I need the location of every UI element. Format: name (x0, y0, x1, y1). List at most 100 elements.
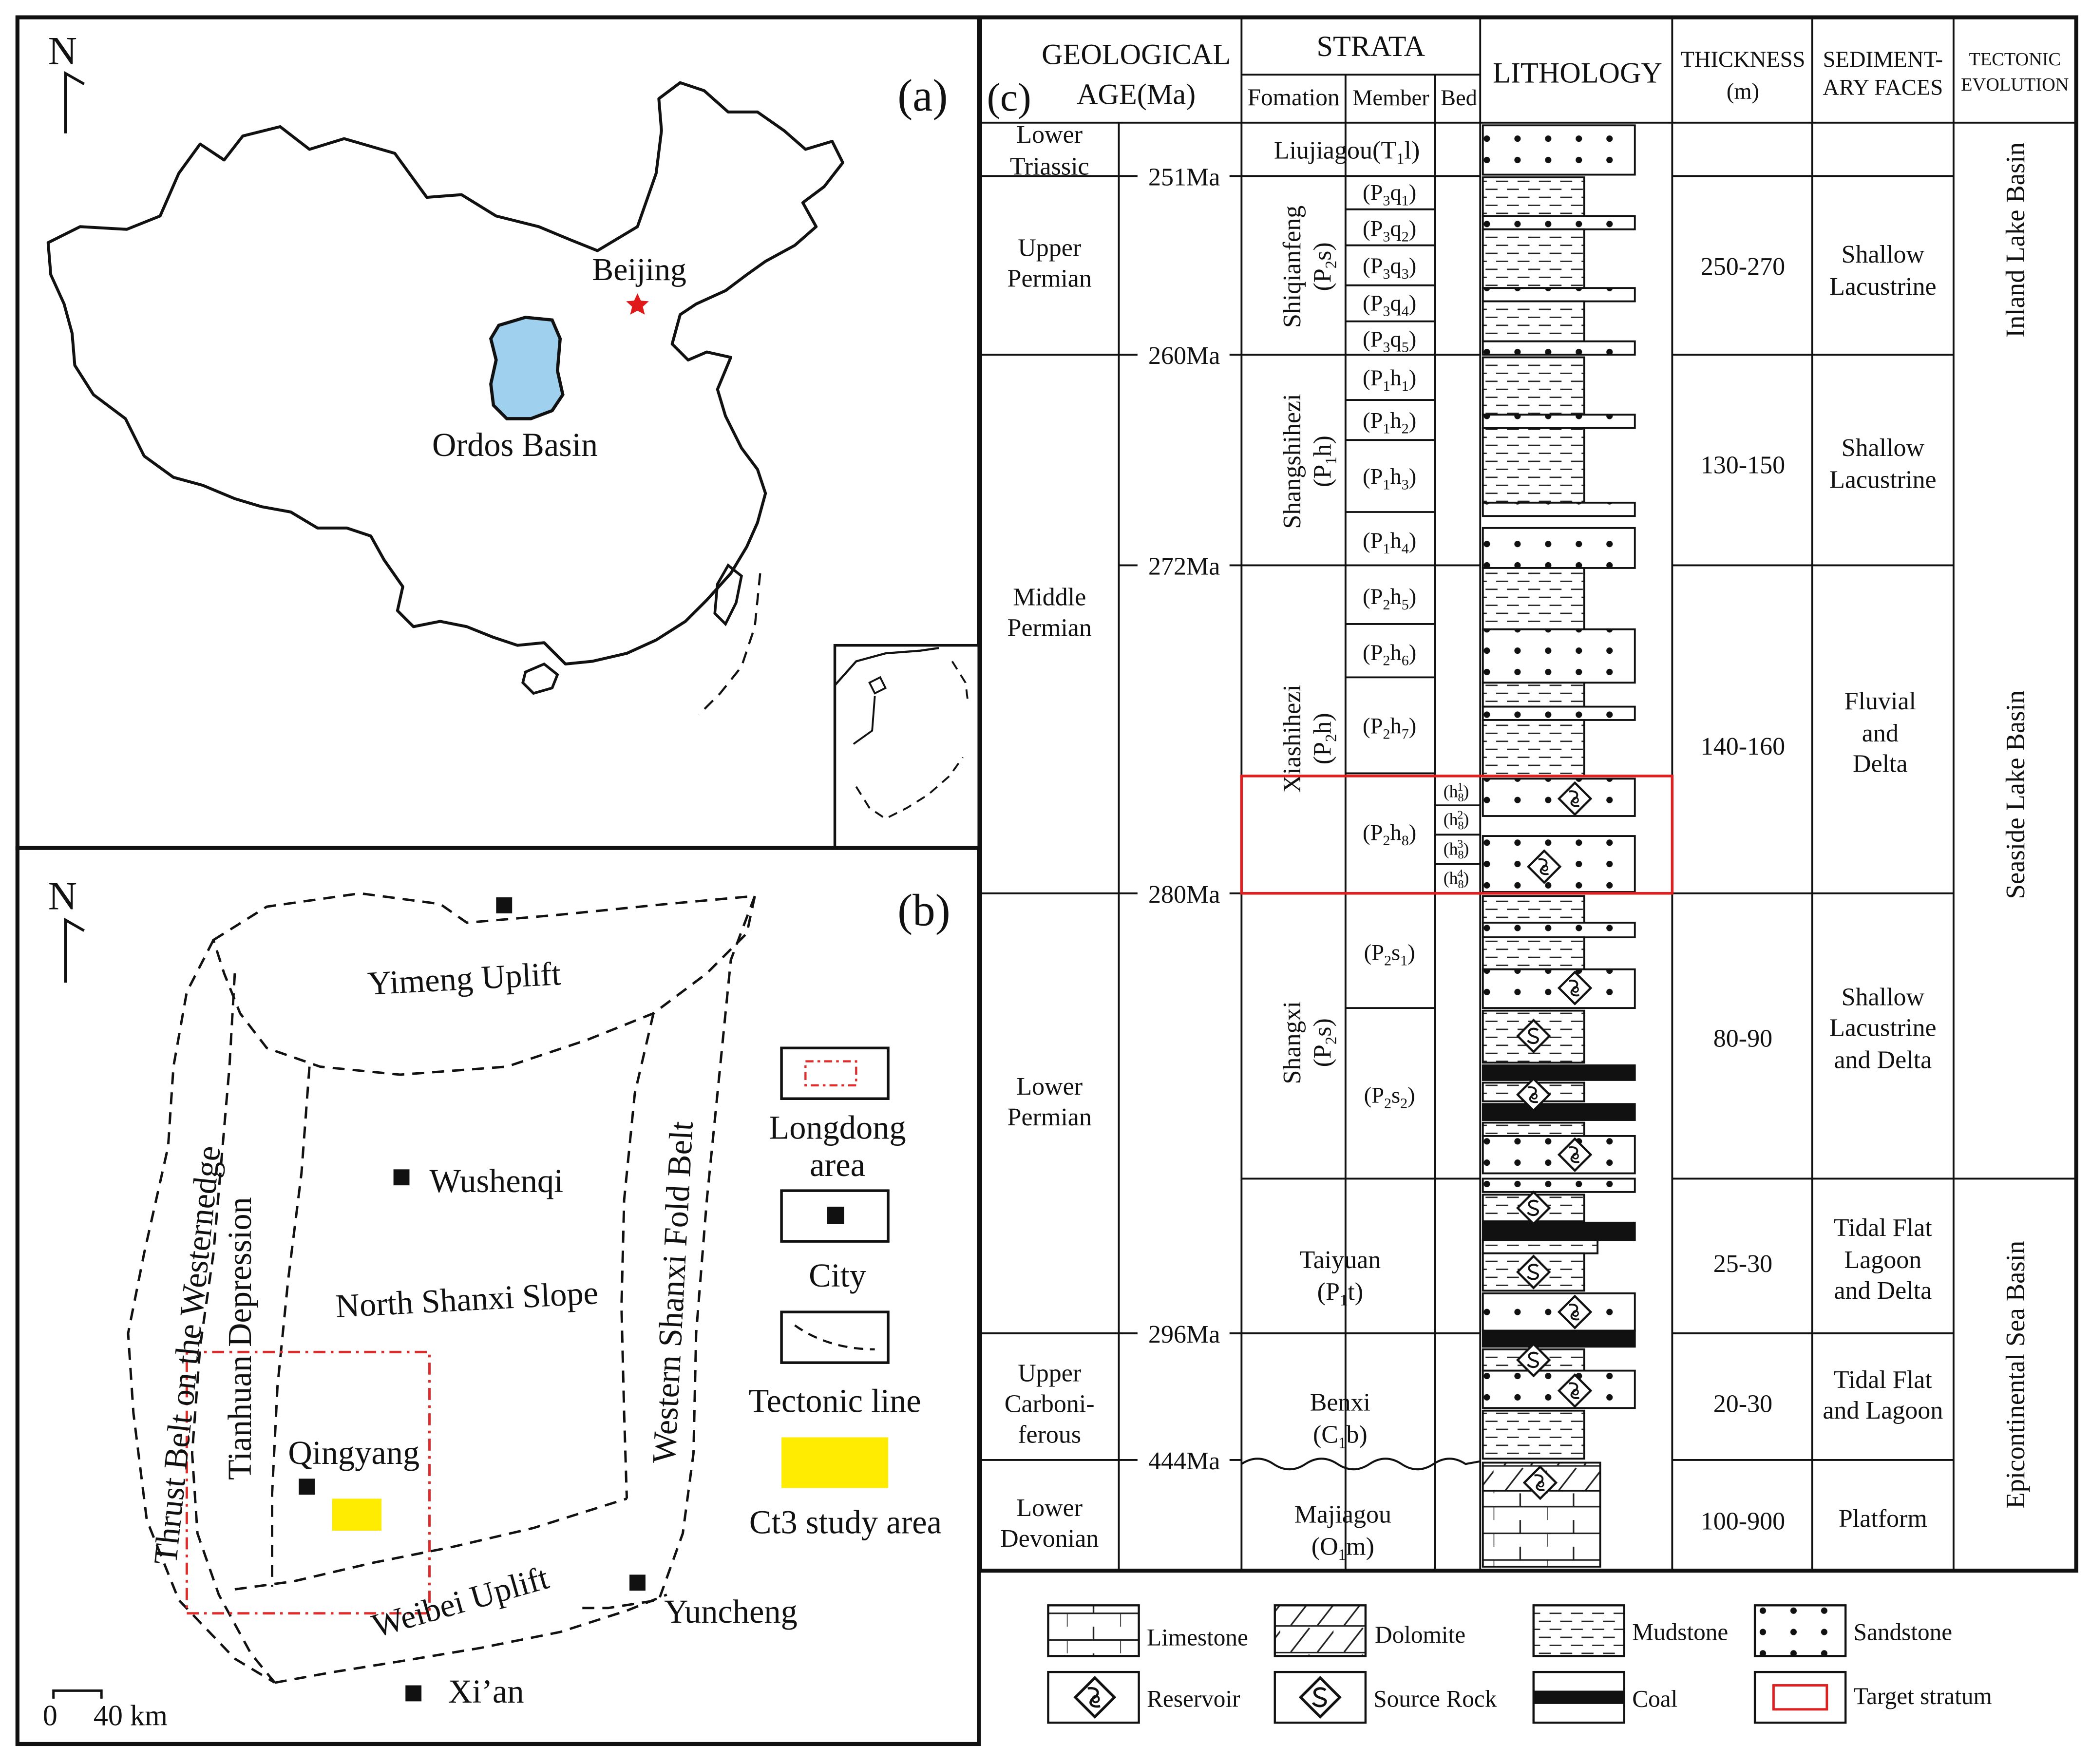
scale-length: 40 km (94, 1700, 168, 1732)
litho-bed-sand (1482, 527, 1636, 569)
hainan-island (521, 662, 559, 695)
formation-benxi: Benxi (1310, 1389, 1370, 1417)
city-marker (629, 1574, 646, 1591)
city-marker (405, 1685, 422, 1702)
facies-text: Lagoon (1844, 1246, 1921, 1274)
tianhuan-depression-label: Tianhuan Depression (221, 1197, 258, 1480)
lithology-column (1482, 124, 1636, 1568)
facies-text: Shallow (1842, 434, 1925, 462)
tectonic-seaside: Seaside Lake Basin (2000, 690, 2030, 899)
facies-text: Platform (1839, 1505, 1927, 1533)
thickness-value: 25-30 (1713, 1250, 1772, 1278)
litho-bed-sand (1482, 705, 1636, 721)
bed-label: (h83) (1444, 838, 1469, 862)
taiwan-island (713, 563, 743, 626)
beijing-label: Beijing (592, 252, 686, 287)
legend-target-swatch (1753, 1670, 1847, 1724)
panel-b-frame (15, 846, 981, 1746)
bed-label: (h81) (1444, 780, 1469, 804)
litho-bed-mud (1482, 1239, 1599, 1254)
legend-longdong-swatch (780, 1046, 890, 1100)
facies-text: Lacustrine (1829, 273, 1936, 301)
ordos-basin-label: Ordos Basin (432, 426, 598, 463)
thickness-value: 20-30 (1713, 1390, 1772, 1418)
facies-text: Tidal Flat (1834, 1214, 1932, 1242)
litho-bed-mud (1482, 356, 1585, 416)
ma-mark: 260Ma (1148, 342, 1220, 370)
litho-bed-mud (1482, 1121, 1585, 1137)
thickness-value: 140-160 (1701, 733, 1785, 760)
litho-bed-mud (1482, 936, 1585, 970)
litho-bed-sand (1482, 340, 1636, 356)
litho-bed-sand (1482, 1135, 1636, 1175)
litho-bed-mud (1482, 567, 1585, 630)
legend-longdong-label-2: area (810, 1146, 865, 1183)
thickness-value: 130-150 (1701, 452, 1785, 479)
header-member: Member (1352, 86, 1429, 111)
member-label: (P2s1) (1364, 941, 1415, 969)
city-marker (496, 897, 513, 913)
bed-label: (h82) (1444, 808, 1469, 832)
thickness-value: 80-90 (1713, 1025, 1772, 1053)
facies-text: Lacustrine (1829, 1014, 1936, 1042)
litho-bed-mud (1482, 228, 1585, 289)
age-name: Lower (1016, 121, 1083, 149)
thickness-value: 250-270 (1701, 253, 1785, 281)
unconformity-line (1241, 1458, 1481, 1471)
legend-city-label: City (809, 1257, 866, 1294)
legend-coal-label: Coal (1632, 1685, 1677, 1712)
legend-mudstone-swatch (1532, 1604, 1626, 1657)
north-arrow-b: N (48, 874, 85, 983)
facies-text: and (1862, 720, 1899, 747)
facies-text: Fluvial (1844, 687, 1916, 715)
legend-reservoir-label: Reservoir (1147, 1685, 1240, 1712)
panel-a-frame (15, 15, 981, 850)
city-xian: Xi’an (448, 1673, 524, 1710)
ct3-study-area (332, 1498, 381, 1531)
formation-xiashihezi-code: (P2h) (1309, 713, 1340, 764)
facies-text: Delta (1853, 750, 1908, 778)
header-sediment: SEDIMENT- (1823, 47, 1943, 72)
header-strata: STRATA (1316, 30, 1425, 63)
header-geological: GEOLOGICAL (1042, 38, 1231, 71)
litho-bed-sand (1482, 1177, 1636, 1193)
facies-text: and Delta (1834, 1046, 1932, 1074)
north-arrow-a: N (48, 28, 85, 133)
litho-bed-sand (1482, 124, 1636, 176)
scale-zero: 0 (43, 1700, 57, 1732)
panel-a-label: (a) (897, 71, 948, 121)
litho-bed-sand (1482, 287, 1636, 303)
litho-bed-sand (1482, 501, 1636, 517)
member-label: (P3q4) (1363, 291, 1416, 320)
city-marker (299, 1479, 315, 1495)
formation-shangshihezi: Shangshihezi (1278, 394, 1306, 529)
ma-mark: 251Ma (1148, 163, 1220, 191)
north-arrow-icon-b (64, 917, 85, 983)
panel-b-legend: Longdong area City Tectonic line Ct3 stu… (748, 1046, 942, 1541)
member-label: (P3q3) (1363, 254, 1416, 282)
formation-shiqianfeng-code: (P2s) (1309, 242, 1340, 291)
litho-bed-mud (1482, 427, 1585, 504)
tectonic-epicontinental: Epicontinental Sea Basin (2000, 1241, 2030, 1509)
formation-benxi-code: (C1b) (1313, 1421, 1368, 1452)
litho-bed-mud (1482, 682, 1585, 708)
bed-label: (h84) (1444, 867, 1469, 891)
formation-shiqianfeng: Shiqianfeng (1278, 206, 1306, 328)
panel-c-label: (c) (987, 75, 1031, 119)
legend-dolomite-swatch (1274, 1604, 1367, 1657)
facies-text: Tidal Flat (1834, 1366, 1932, 1394)
ma-mark: 296Ma (1148, 1321, 1220, 1348)
header-thickness: THICKNESS (1681, 47, 1806, 72)
formation-liujiagou: Liujiagou(T1l) (1274, 137, 1420, 168)
tectonic-inland: Inland Lake Basin (2000, 142, 2030, 338)
member-label: (P1h3) (1363, 465, 1416, 493)
scale-bar: 0 40 km (43, 1689, 168, 1732)
facies-text: and Delta (1834, 1277, 1932, 1305)
member-label: (P2h8) (1363, 820, 1416, 849)
member-label: (P3q2) (1363, 216, 1416, 245)
litho-bed-mud (1482, 1409, 1585, 1460)
age-name: Permian (1007, 265, 1092, 292)
age-name: Triassic (1010, 153, 1089, 181)
facies-text: Lacustrine (1829, 466, 1936, 494)
